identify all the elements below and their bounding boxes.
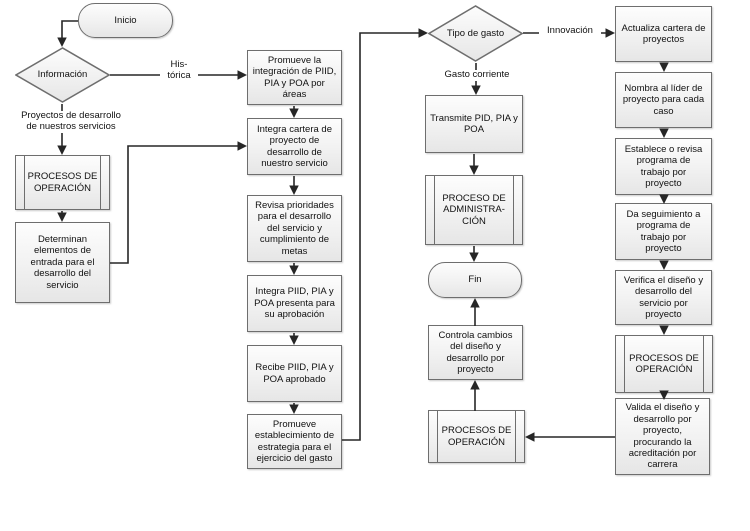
edge-label-innovacion: Innovación [539, 25, 601, 37]
process-da-seguimiento: Da seguimiento a programa de trabajo por… [615, 203, 712, 260]
decision-label: Información [37, 69, 88, 81]
decision-tipo-de-gasto: Tipo de gasto [428, 5, 523, 62]
connector-determinan-integra-cartera [110, 141, 247, 264]
process-valida-diseno: Valida el diseño y desarrollo por proyec… [615, 398, 710, 475]
terminator-inicio: Inicio [78, 3, 173, 38]
process-actualiza-cartera: Actualiza cartera de proyectos [615, 6, 712, 62]
edge-label-proyectos-desarrollo: Proyectos de desarrollo de nuestros serv… [12, 110, 130, 133]
predefined-process-procesos-operacion-left: PROCESOS DE OPERACIÓN [15, 155, 110, 210]
decision-label: Tipo de gasto [446, 27, 505, 39]
edge-label-gasto-corriente: Gasto corriente [438, 69, 516, 81]
process-recibe-piid: Recibe PIID, PIA y POA aprobado [247, 345, 342, 402]
process-transmite-pid: Transmite PID, PIA y POA [425, 95, 523, 153]
process-nombra-lider: Nombra al líder de proyecto para cada ca… [615, 72, 712, 128]
process-promueve-establecimiento: Promueve establecimiento de estrategia p… [247, 414, 342, 469]
diamond-shape-icon [428, 5, 523, 62]
process-controla-cambios: Controla cambios del diseño y desarrollo… [428, 325, 523, 380]
process-verifica-diseno: Verifica el diseño y desarrollo del serv… [615, 270, 712, 325]
connector-promueve-est-tipo-gasto [342, 28, 428, 441]
connector-inicio-informacion [57, 20, 78, 47]
predefined-process-administracion: PROCESO DE ADMINISTRA- CIÓN [425, 175, 523, 245]
predefined-process-procesos-operacion-mid: PROCESOS DE OPERACIÓN [428, 410, 525, 463]
decision-informacion: Información [15, 47, 110, 103]
terminator-fin: Fin [428, 262, 522, 298]
edge-label-historica: His- tórica [160, 59, 198, 82]
process-establece-programa: Establece o revisa programa de trabajo p… [615, 138, 712, 195]
process-integra-piid: Integra PIID, PIA y POA presenta para su… [247, 275, 342, 332]
process-determinan-elementos: Determinan elementos de entrada para el … [15, 222, 110, 303]
process-integra-cartera: Integra cartera de proyecto de desarroll… [247, 118, 342, 175]
predefined-process-procesos-operacion-right: PROCESOS DE OPERACIÓN [615, 335, 713, 393]
process-revisa-prioridades: Revisa prioridades para el desarrollo de… [247, 195, 342, 262]
process-promueve-integracion: Promueve la integración de PIID, PIA y P… [247, 50, 342, 105]
diamond-shape-icon [15, 47, 110, 103]
